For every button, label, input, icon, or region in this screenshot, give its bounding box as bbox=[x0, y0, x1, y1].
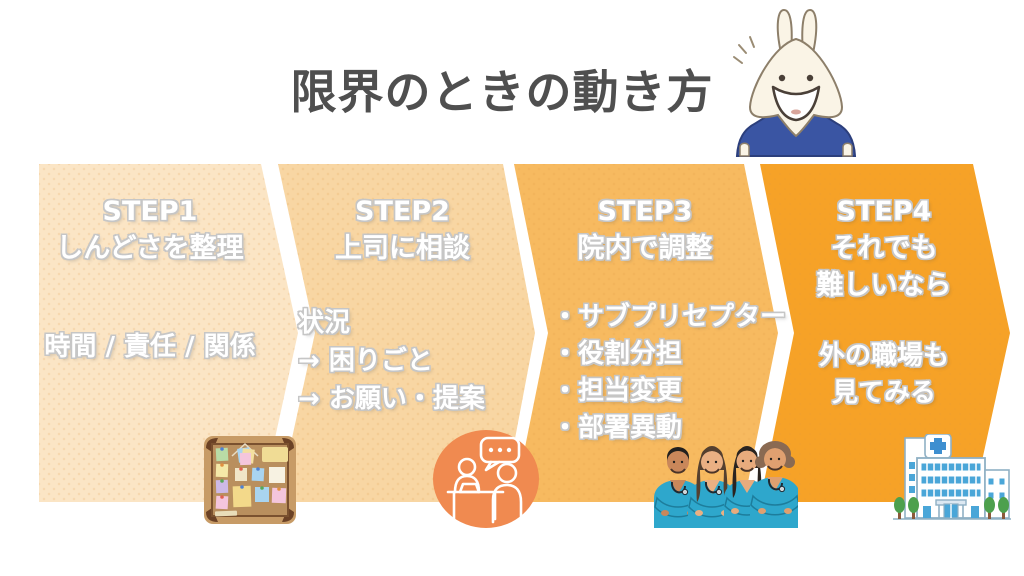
step2-heading: 上司に相談 bbox=[335, 233, 470, 264]
corkboard-icon bbox=[202, 432, 298, 532]
step1-label: STEP1 bbox=[102, 196, 198, 227]
nurses-team-icon bbox=[648, 440, 800, 532]
step2-label: STEP2 bbox=[355, 196, 450, 227]
step3-heading: 院内で調整 bbox=[577, 233, 713, 264]
step4-label: STEP4 bbox=[836, 196, 932, 227]
rabbit-mascot-icon bbox=[726, 5, 866, 161]
step2-body: 状況 → 困りごと → お願い・提案 bbox=[298, 308, 485, 414]
step3-chevron bbox=[514, 164, 778, 502]
step1-body: 時間 / 責任 / 関係 bbox=[44, 332, 256, 362]
step1-heading: しんどさを整理 bbox=[56, 233, 244, 264]
step3-label: STEP3 bbox=[597, 196, 693, 227]
step2-title: STEP2 上司に相談 bbox=[300, 193, 505, 267]
step4-chevron bbox=[760, 164, 1010, 502]
step4-heading2: 難しいなら bbox=[816, 270, 952, 301]
step1-title: STEP1 しんどさを整理 bbox=[39, 193, 261, 267]
consultation-chat-icon bbox=[433, 430, 540, 533]
step4-body: 外の職場も 見てみる bbox=[818, 341, 949, 408]
hospital-icon bbox=[891, 433, 1013, 526]
step4-title: STEP4 それでも 難しいなら bbox=[794, 193, 974, 304]
step3-body: ・サブプリセプター ・役割分担 ・担当変更 ・部署異動 bbox=[552, 302, 787, 443]
step3-title: STEP3 院内で調整 bbox=[540, 193, 750, 267]
step4-heading: それでも bbox=[830, 233, 938, 264]
page-title: 限界のときの動き方 bbox=[290, 65, 714, 119]
